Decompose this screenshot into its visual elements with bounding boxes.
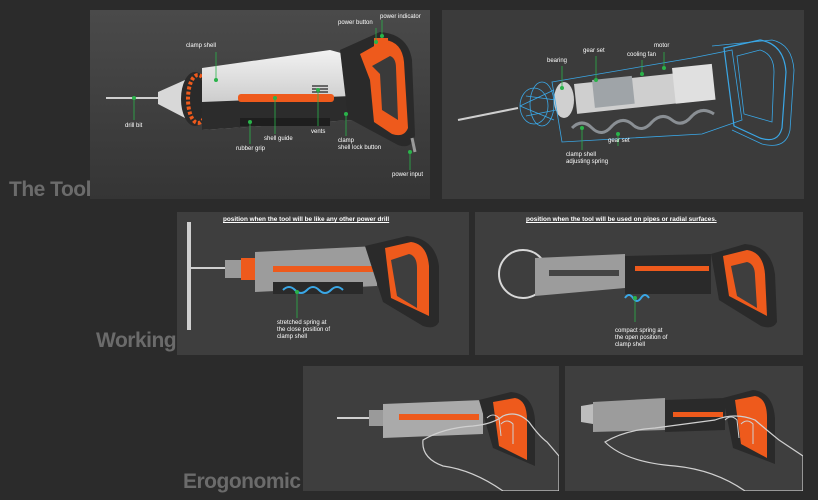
section-title-ergonomic: Erogonomic xyxy=(183,470,301,493)
hand-outline xyxy=(422,413,559,491)
chuck xyxy=(158,80,185,118)
motor xyxy=(672,63,716,104)
ergonomic-pipe-panel xyxy=(565,366,803,491)
working-drill-render xyxy=(177,212,469,355)
label-power-button: power button xyxy=(338,20,373,26)
ergonomic-pipe-render xyxy=(565,366,803,491)
rubber-grip xyxy=(240,118,330,126)
hand-outline-pipe xyxy=(604,415,803,491)
ergonomic-drill-panel xyxy=(303,366,559,491)
label-clamp-shell-adjusting-spring: clamp shell adjusting spring xyxy=(566,152,609,165)
power-input xyxy=(410,137,417,153)
working-pipe-title: position when the tool will be used on p… xyxy=(526,216,717,223)
compact-spring xyxy=(624,294,650,302)
bearing xyxy=(554,82,574,118)
chuck-wireframe xyxy=(519,81,557,127)
working-drill-title: position when the tool will be like any … xyxy=(223,216,390,223)
tool-exterior-panel: power indicator power button clamp shell… xyxy=(90,10,430,199)
label-power-input: power input xyxy=(392,172,424,178)
label-power-indicator: power indicator xyxy=(380,14,421,20)
ergonomic-drill-render xyxy=(303,366,559,491)
shell-guide xyxy=(238,94,334,102)
working-pipe-render xyxy=(475,212,803,355)
power-button xyxy=(374,38,388,48)
label-bearing: bearing xyxy=(547,58,568,64)
label-vents: vents xyxy=(311,129,326,135)
label-gear-set-bottom: gear set xyxy=(608,138,630,144)
working-pipe-panel: position when the tool will be used on p… xyxy=(475,212,803,355)
stretched-spring xyxy=(282,286,344,294)
section-title-tool: The Tool xyxy=(9,178,91,201)
working-pipe-caption: compact spring at the open position of c… xyxy=(615,328,668,348)
handle-wireframe xyxy=(723,39,787,141)
tool-internal-render xyxy=(442,10,804,199)
label-clamp-shell: clamp shell xyxy=(186,43,217,49)
tool-internal-panel: bearing gear set cooling fan motor gear … xyxy=(442,10,804,199)
tool-exterior-render xyxy=(90,10,430,199)
label-shell-guide: shell guide xyxy=(264,136,293,142)
label-drill-bit: drill bit xyxy=(125,123,143,129)
working-drill-panel: position when the tool will be like any … xyxy=(177,212,469,355)
wall-surface xyxy=(187,222,191,330)
label-rubber-grip: rubber grip xyxy=(236,146,266,152)
label-clamp-shell-lock-button: clamp shell lock button xyxy=(338,138,382,151)
label-cooling-fan: cooling fan xyxy=(627,52,657,58)
label-gear-set-top: gear set xyxy=(583,48,605,54)
label-motor: motor xyxy=(654,43,670,49)
working-drill-caption: stretched spring at the close position o… xyxy=(277,320,331,340)
section-title-working: Working xyxy=(96,329,177,352)
adjusting-spring xyxy=(570,109,715,134)
